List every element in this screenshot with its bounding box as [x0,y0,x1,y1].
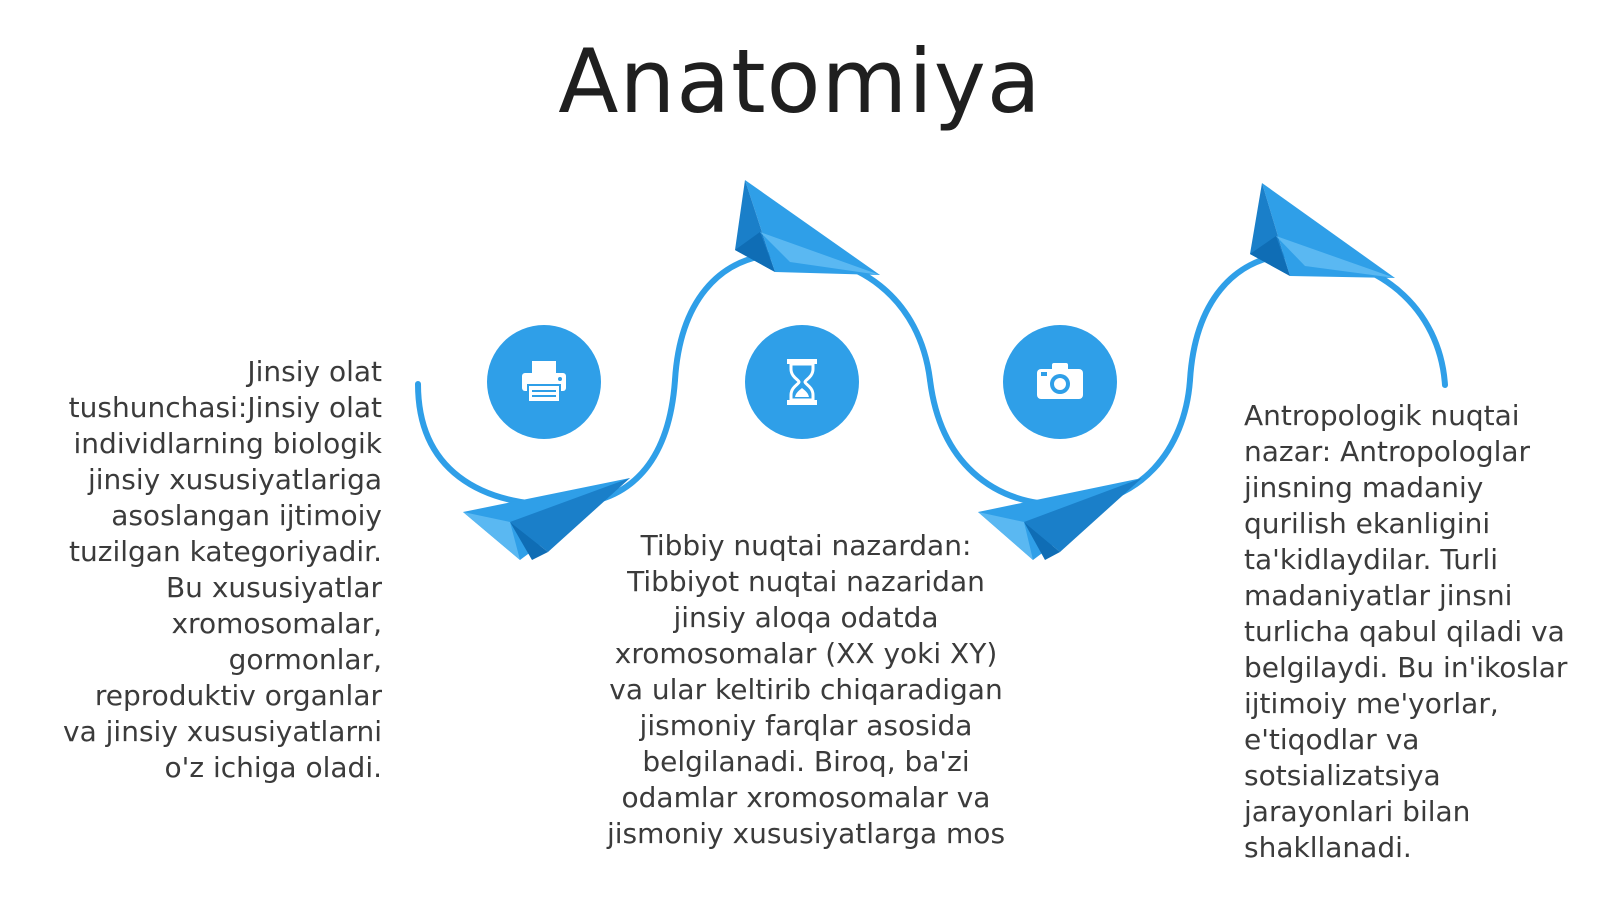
paper-plane-icon [1250,183,1395,278]
camera-icon [1037,363,1083,399]
left-text-block: Jinsiy olat tushunchasi:Jinsiy olat indi… [63,355,382,784]
printer-icon [522,361,566,403]
slide-title: Anatomiya [558,30,1042,133]
paper-plane-icon [463,478,630,560]
right-text-block: Antropologik nuqtai nazar: Antropologlar… [1244,399,1568,864]
center-text-block: Tibbiy nuqtai nazardan: Tibbiyot nuqtai … [606,529,1006,850]
camera-circle [1003,325,1117,439]
hourglass-icon [787,359,817,405]
hourglass-circle [745,325,859,439]
paper-plane-icon [735,180,880,275]
printer-circle [487,325,601,439]
paper-plane-icon [978,478,1142,560]
